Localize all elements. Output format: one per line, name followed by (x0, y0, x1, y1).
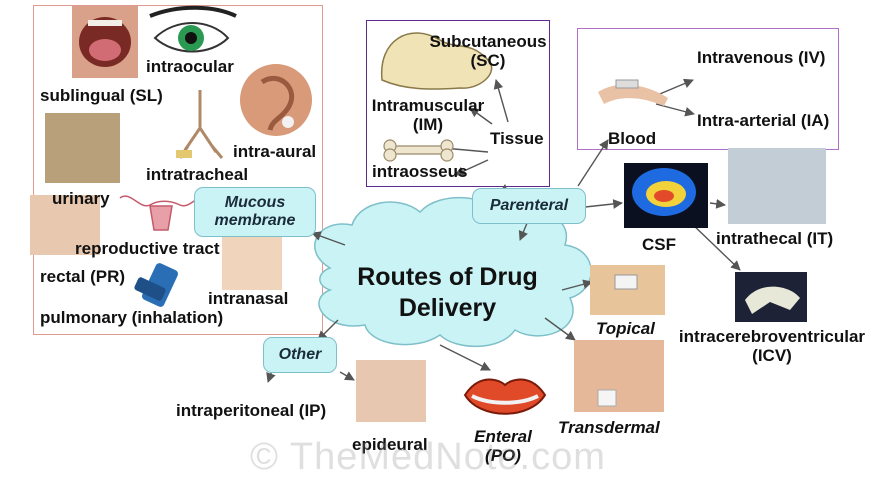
watermark: © TheMedNote.com (250, 436, 606, 478)
intraperitoneal-label: intraperitoneal (IP) (176, 401, 327, 420)
tissue-box (366, 20, 550, 187)
mouth-photo (72, 6, 138, 78)
mucous-tag-line1: Mucous (224, 193, 286, 211)
other-tag: Other (263, 337, 337, 373)
bone-illustration (383, 139, 454, 162)
intrathecal-photo (728, 148, 826, 224)
icv-line1: intracerebroventricular (678, 327, 866, 346)
subcutaneous-label: Subcutaneous (SC) (423, 32, 553, 70)
ear-photo (240, 64, 312, 136)
mucous-membrane-box (33, 5, 323, 335)
intra-aural-label: intra-aural (233, 142, 317, 161)
transdermal-label: Transdermal (558, 418, 660, 437)
epidural-photo (356, 360, 426, 422)
sand-photo (45, 113, 120, 183)
intra-arterial-label: Intra-arterial (IA) (697, 111, 830, 130)
baby-photo (30, 195, 100, 255)
center-title-line2: Delivery (398, 294, 497, 323)
belly-photo (574, 340, 664, 412)
intramuscular-line2: (IM) (412, 114, 444, 134)
intratracheal-label: intratracheal (146, 165, 249, 184)
mucous-tag-line2: membrane (214, 212, 296, 229)
child-photo (222, 235, 282, 290)
inhaler-illustration (134, 263, 179, 307)
blood-label: Blood (608, 129, 657, 148)
mucous-membrane-tag: Mucous membrane (194, 187, 316, 237)
trachea-illustration (176, 90, 224, 159)
parenteral-tag: Parenteral (472, 188, 586, 224)
intramuscular-label: Intramuscular (IM) (366, 96, 490, 134)
subcutaneous-line1: Subcutaneous (429, 32, 547, 51)
arm-illustration (381, 32, 493, 90)
icv-line2: (ICV) (752, 345, 792, 365)
enteral-line1: Enteral (474, 427, 532, 446)
intravenous-label: Intravenous (IV) (697, 48, 826, 67)
tissue-label: Tissue (490, 129, 544, 148)
reproductive-illustration (119, 195, 211, 231)
csf-label: CSF (642, 235, 676, 254)
intraosseus-label: intraosseus (372, 162, 468, 181)
reproductive-label: reproductive tract (75, 239, 220, 258)
eye-illustration (149, 5, 237, 53)
brain-mri (624, 163, 708, 228)
icv-label: intracerebroventricular (ICV) (672, 327, 872, 365)
enteral-label: Enteral (PO) (463, 427, 543, 465)
subcutaneous-line2: (SC) (470, 50, 506, 70)
intranasal-label: intranasal (208, 289, 289, 308)
epideural-label: epideural (352, 435, 428, 454)
blood-box (577, 28, 839, 150)
urinary-label: urinary (52, 189, 110, 208)
iv-arm-illustration (598, 79, 668, 106)
center-title-line1: Routes of Drug (357, 263, 538, 291)
rectal-label: rectal (PR) (40, 267, 126, 286)
topical-photo (590, 265, 665, 315)
sublingual-label: sublingual (SL) (40, 86, 163, 105)
enteral-line2: (PO) (485, 445, 521, 465)
topical-label: Topical (596, 319, 655, 338)
center-title: Routes of Drug Delivery (320, 262, 575, 325)
lips-illustration (463, 378, 547, 415)
intrathecal-label: intrathecal (IT) (716, 229, 834, 248)
intramuscular-line1: Intramuscular (371, 96, 485, 115)
pulmonary-label: pulmonary (inhalation) (40, 308, 224, 327)
intraocular-label: intraocular (146, 57, 234, 76)
